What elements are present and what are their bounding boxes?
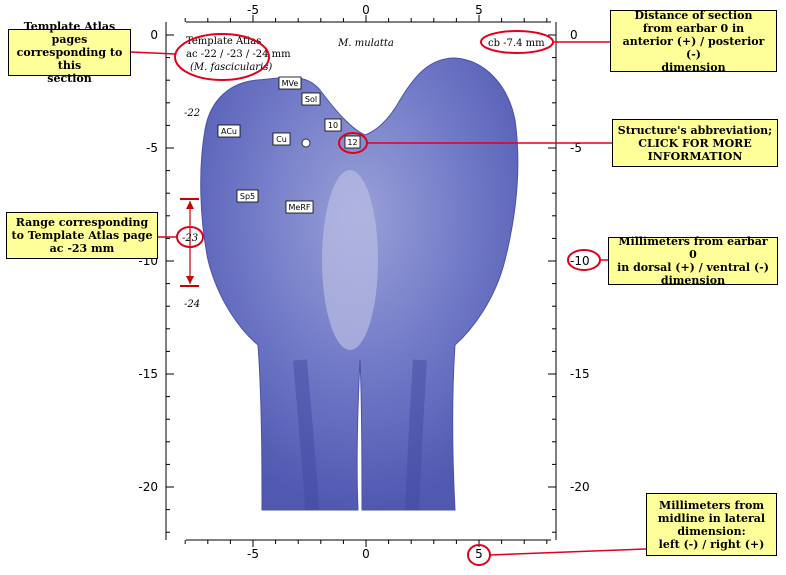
structure-label-12[interactable]: 12 bbox=[344, 135, 361, 149]
structure-label-box bbox=[285, 200, 314, 214]
callout-lateral: Millimeters from midline in lateral dime… bbox=[646, 493, 777, 556]
top-x-tick-label: -5 bbox=[247, 3, 259, 17]
left-y-tick-label: 0 bbox=[150, 28, 158, 42]
structure-label-text: Sol bbox=[305, 95, 317, 104]
template-atlas-line2: ac -22 / -23 / -24 mm bbox=[186, 49, 291, 60]
structure-label-box bbox=[344, 135, 361, 149]
template-atlas-line1: Template Atlas bbox=[186, 36, 261, 47]
bottom-x-tick-label: 5 bbox=[475, 547, 483, 561]
right-y-tick-label: -20 bbox=[570, 480, 590, 494]
structure-label-text: MeRF bbox=[289, 203, 311, 212]
species-label: M. mulatta bbox=[337, 38, 394, 49]
callout-dorsal-ventral: Millimeters from earbar 0 in dorsal (+) … bbox=[608, 235, 778, 287]
callout-template-pages: Template Atlas pages corresponding to th… bbox=[8, 20, 131, 85]
template-atlas-line3: (M. fascicularis) bbox=[190, 62, 272, 73]
structure-label-text: MVe bbox=[282, 79, 299, 88]
structure-label-mve[interactable]: MVe bbox=[278, 76, 302, 90]
callout-range: Range corresponding to Template Atlas pa… bbox=[6, 212, 158, 259]
structure-label-merf[interactable]: MeRF bbox=[285, 200, 314, 214]
atlas-page-mark-label: -24 bbox=[184, 299, 200, 310]
range-arrow-down-icon bbox=[186, 276, 194, 284]
annotations bbox=[130, 30, 647, 566]
structure-label-box bbox=[217, 124, 241, 138]
structure-label-sol[interactable]: Sol bbox=[301, 92, 321, 106]
structure-label-text: ACu bbox=[221, 127, 237, 136]
lateral-connector bbox=[489, 548, 647, 556]
bottom-x-tick-label: 0 bbox=[362, 547, 370, 561]
left-y-tick-label: -20 bbox=[138, 480, 158, 494]
brainstem-section bbox=[200, 57, 519, 511]
structure-label-sp5[interactable]: Sp5 bbox=[236, 189, 259, 203]
structure-label-text: 12 bbox=[347, 138, 357, 147]
atlas-page-mark-label: -22 bbox=[184, 108, 200, 119]
top-x-tick-label: 5 bbox=[475, 3, 483, 17]
top-x-tick-label: 0 bbox=[362, 3, 370, 17]
template-atlas-connector bbox=[130, 51, 176, 55]
structure-label-box bbox=[272, 132, 291, 146]
right-y-tick-label: -15 bbox=[570, 367, 590, 381]
right-y-tick-label: 0 bbox=[570, 28, 578, 42]
atlas-page-mark-label: -23 bbox=[182, 233, 198, 244]
structure-label-cu[interactable]: Cu bbox=[272, 132, 291, 146]
structure-label-text: Sp5 bbox=[240, 192, 255, 201]
range-arrow-up-icon bbox=[186, 201, 194, 209]
structure-label-box bbox=[301, 92, 321, 106]
bottom-x-tick-label: -5 bbox=[247, 547, 259, 561]
structure-label-box bbox=[278, 76, 302, 90]
structure-label-box bbox=[236, 189, 259, 203]
section-distance-label: cb -7.4 mm bbox=[488, 38, 545, 49]
right-y-tick-label: -5 bbox=[570, 141, 582, 155]
structure-label-acu[interactable]: ACu bbox=[217, 124, 241, 138]
atlas-page-range: -22 -23 -24 bbox=[180, 108, 200, 310]
left-y-tick-label: -5 bbox=[146, 141, 158, 155]
structure-label-text: Cu bbox=[276, 135, 287, 144]
callout-distance: Distance of section from earbar 0 in ant… bbox=[610, 9, 777, 74]
structure-label-text: 10 bbox=[328, 121, 338, 130]
template-atlas-circle bbox=[174, 33, 270, 81]
structure-label-box bbox=[324, 118, 342, 132]
callout-structure: Structure's abbreviation; CLICK FOR MORE… bbox=[612, 119, 778, 167]
structure-label-10[interactable]: 10 bbox=[324, 118, 342, 132]
left-y-tick-label: -15 bbox=[138, 367, 158, 381]
right-y-tick-label: -10 bbox=[570, 254, 590, 268]
